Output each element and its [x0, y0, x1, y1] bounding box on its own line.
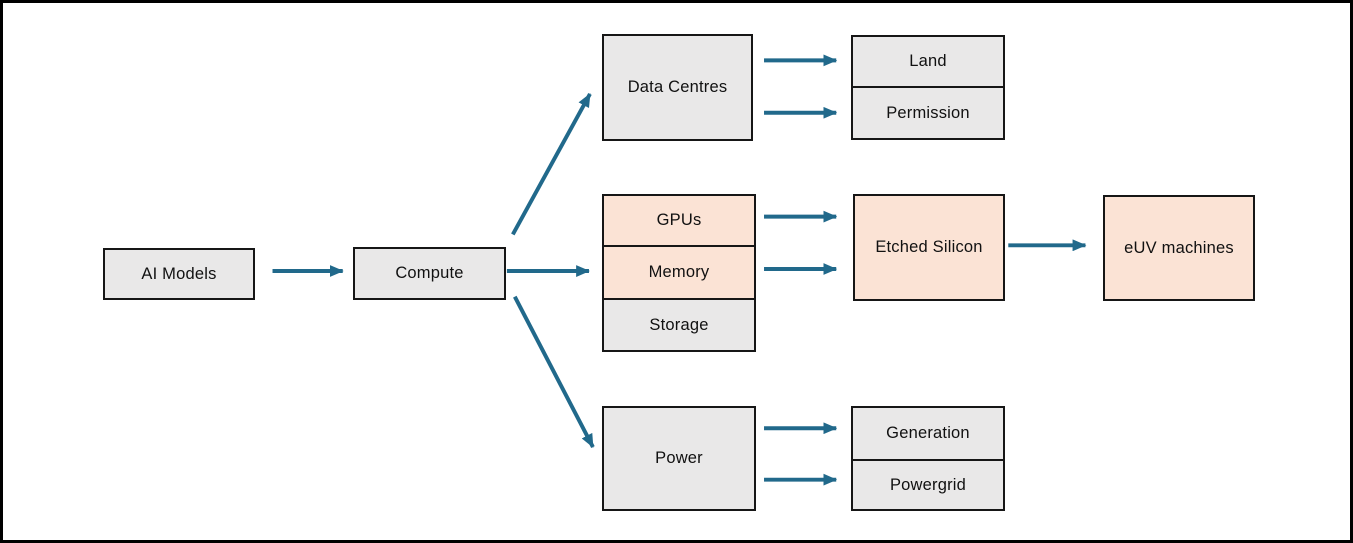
node-compute: Compute — [353, 247, 506, 300]
node-data-centres: Data Centres — [602, 34, 753, 141]
node-power: Power — [602, 406, 756, 511]
stack-land-permission: Land Permission — [851, 35, 1005, 140]
node-storage: Storage — [604, 298, 754, 350]
arrow-compute-to-datacentres — [511, 93, 592, 236]
node-permission: Permission — [853, 86, 1003, 138]
stack-generation-powergrid: Generation Powergrid — [851, 406, 1005, 511]
node-powergrid: Powergrid — [853, 459, 1003, 509]
node-etched-silicon: Etched Silicon — [853, 194, 1005, 301]
node-land: Land — [853, 37, 1003, 86]
arrow-compute-to-power — [513, 295, 595, 448]
node-ai-models: AI Models — [103, 248, 255, 300]
node-generation: Generation — [853, 408, 1003, 459]
stack-gpus-memory-storage: GPUs Memory Storage — [602, 194, 756, 352]
node-memory: Memory — [604, 245, 754, 298]
node-gpus: GPUs — [604, 196, 754, 245]
node-euv-machines: eUV machines — [1103, 195, 1255, 301]
